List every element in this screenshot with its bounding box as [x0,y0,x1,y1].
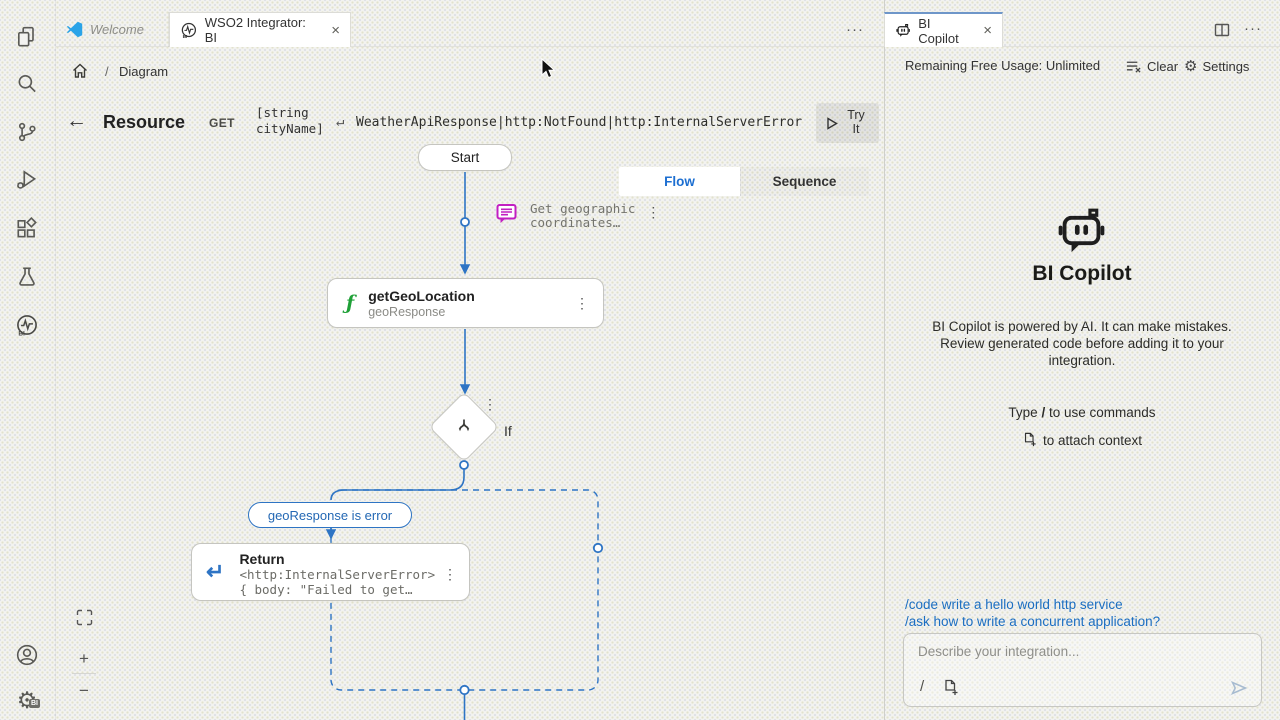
mouse-cursor [541,58,557,80]
comment-text: Get geographiccoordinates… [530,202,635,230]
resource-return-types: WeatherApiResponse|http:NotFound|http:In… [356,115,802,130]
extensions-icon[interactable] [13,215,41,243]
explorer-icon[interactable] [13,23,41,51]
resource-params: [stringcityName] [256,105,324,137]
command-hint: Type / to use commands [884,405,1280,420]
close-tab-icon[interactable]: × [331,22,340,39]
source-control-icon[interactable] [13,118,41,146]
command-slash-button[interactable]: / [920,678,924,695]
settings-button[interactable]: ⚙ Settings [1184,57,1249,75]
fit-to-screen-icon[interactable] [76,609,93,626]
return-icon: ↵ [206,559,224,585]
attach-context-icon [1022,432,1037,448]
copilot-robot-icon [895,22,911,39]
condition-label[interactable]: geoResponse is error [248,502,412,528]
connector-port [594,544,602,552]
settings-label: Settings [1202,59,1249,74]
return-node[interactable]: ↵ Return <http:InternalServerError> { bo… [191,543,470,601]
zoom-out-button[interactable]: − [74,682,94,699]
function-node-getgeolocation[interactable]: ƒ getGeoLocation geoResponse ⋮ [327,278,604,328]
start-node[interactable]: Start [418,144,512,171]
back-button[interactable]: ← [66,110,87,131]
tab-welcome[interactable]: Welcome [56,12,169,47]
connector-port [461,218,469,226]
function-variable: geoResponse [368,305,575,319]
activity-bar: BI ⚙ BI [0,0,56,720]
svg-text:BI: BI [18,330,25,337]
home-icon[interactable] [71,62,89,80]
try-it-button[interactable]: Try It [816,103,879,143]
return-body: { body: "Failed to get… [239,582,443,597]
resource-title: Resource [103,112,185,133]
panel-divider [884,0,885,720]
send-icon[interactable] [1229,678,1249,698]
play-icon [826,117,838,130]
zoom-in-button[interactable]: + [74,650,94,667]
tab-wso2-label: WSO2 Integrator: BI [205,15,320,45]
function-menu-icon[interactable]: ⋮ [575,296,589,310]
attach-hint: to attach context [884,432,1280,448]
tab-bi-copilot[interactable]: BI Copilot × [884,12,1003,47]
account-icon[interactable] [13,641,41,669]
comment-node[interactable]: Get geographiccoordinates… ⋮ [495,202,660,230]
return-title: Return [239,551,443,567]
return-menu-icon[interactable]: ⋮ [443,567,457,581]
breadcrumb-separator: / [105,64,109,79]
close-copilot-icon[interactable]: × [983,22,992,39]
returns-arrow-icon: ↵ [336,114,344,130]
clear-button[interactable]: Clear [1125,58,1178,75]
chat-input-container: / [903,633,1262,707]
return-type: <http:InternalServerError> [239,567,443,582]
search-icon[interactable] [13,70,41,98]
if-label: If [504,423,512,439]
wso2-bi-tab-icon: BI [180,21,198,39]
editor-more-actions-icon[interactable]: ··· [846,21,864,38]
manage-gear-icon[interactable]: ⚙ BI [13,686,41,714]
tab-flow[interactable]: Flow [619,167,740,196]
suggestion-ask[interactable]: /ask how to write a concurrent applicati… [905,614,1160,629]
branch-icon [454,417,474,437]
usage-status: Remaining Free Usage: Unlimited [905,58,1100,73]
try-it-label: Try It [843,109,869,137]
copilot-title: BI Copilot [884,262,1280,286]
view-toggle: Flow Sequence [619,167,869,196]
bi-badge: BI [29,699,40,708]
tab-welcome-label: Welcome [90,22,144,37]
chat-input[interactable] [918,644,1246,678]
wso2-bi-icon[interactable]: BI [13,311,41,339]
connector-port [460,461,468,469]
tab-wso2-integrator[interactable]: BI WSO2 Integrator: BI × [169,12,351,47]
copilot-tab-label: BI Copilot [918,16,972,46]
function-title: getGeoLocation [368,288,575,304]
http-method-label: GET [209,116,235,130]
run-debug-icon[interactable] [13,166,41,194]
clear-icon [1125,58,1142,75]
function-icon: ƒ [346,292,354,314]
testing-flask-icon[interactable] [13,263,41,291]
breadcrumb-diagram[interactable]: Diagram [119,64,168,79]
settings-gear-icon: ⚙ [1184,57,1197,75]
attach-file-icon[interactable] [942,679,959,697]
tab-sequence[interactable]: Sequence [740,167,869,196]
if-menu-icon[interactable]: ⋮ [483,397,497,411]
clear-label: Clear [1147,59,1178,74]
zoom-divider [72,673,96,674]
suggestion-code[interactable]: /code write a hello world http service [905,597,1123,612]
vscode-logo-icon [66,21,83,38]
comment-icon [495,202,519,226]
svg-text:BI: BI [183,34,188,39]
start-label: Start [451,150,480,165]
comment-menu-icon[interactable]: ⋮ [646,205,660,219]
copilot-logo-icon [1054,203,1109,258]
copilot-disclaimer: BI Copilot is powered by AI. It can make… [917,318,1247,369]
connector-port [460,686,468,694]
panel-more-actions-icon[interactable]: ··· [1244,20,1262,37]
split-editor-icon[interactable] [1213,21,1231,39]
